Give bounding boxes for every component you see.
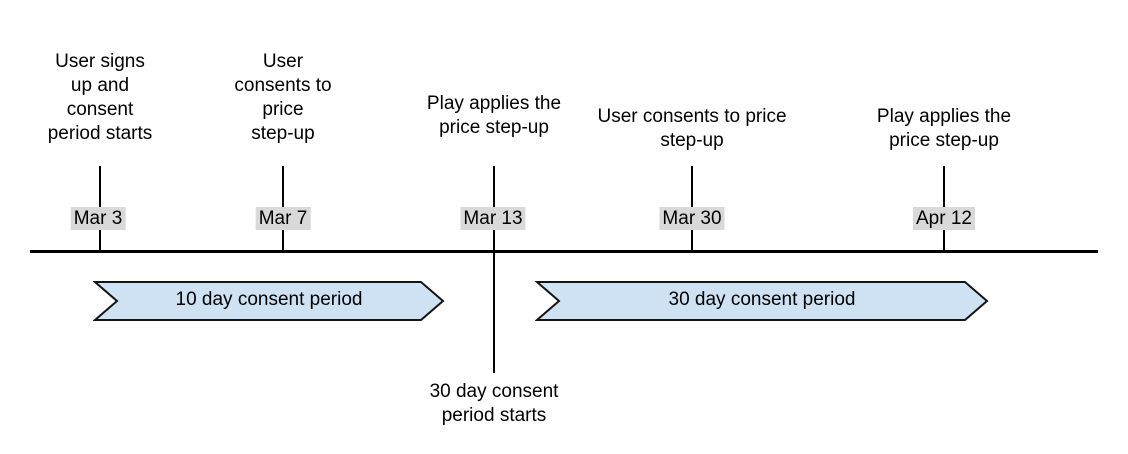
event-label-mar-13: Play applies the price step-up — [426, 93, 562, 138]
event-label-mar-30: User consents to price step-up — [597, 106, 787, 151]
timeline-axis — [30, 250, 1098, 253]
event-date-badge-mar-30: Mar 30 — [659, 207, 725, 230]
chevron-arrow-shape — [93, 281, 445, 321]
period-label-30-day: 30 day consent period — [668, 289, 856, 310]
event-label-mar-7: User consents to price step-up — [234, 51, 332, 144]
event-date-badge-mar-13: Mar 13 — [460, 207, 526, 230]
event-tick-mar-13 — [493, 166, 495, 373]
consent-period-start-note: 30 day consent period starts — [429, 381, 559, 426]
chevron-arrow-shape — [535, 281, 989, 321]
event-date-badge-mar-3: Mar 3 — [70, 207, 126, 230]
event-date-badge-apr-12: Apr 12 — [913, 207, 975, 230]
period-label-10-day: 10 day consent period — [175, 289, 363, 310]
event-label-apr-12: Play applies the price step-up — [876, 106, 1012, 151]
consent-period-band-10-day: 10 day consent period — [93, 280, 445, 322]
consent-period-band-30-day: 30 day consent period — [535, 280, 989, 322]
event-label-mar-3: User signs up and consent period starts — [47, 51, 153, 144]
event-date-badge-mar-7: Mar 7 — [255, 207, 311, 230]
